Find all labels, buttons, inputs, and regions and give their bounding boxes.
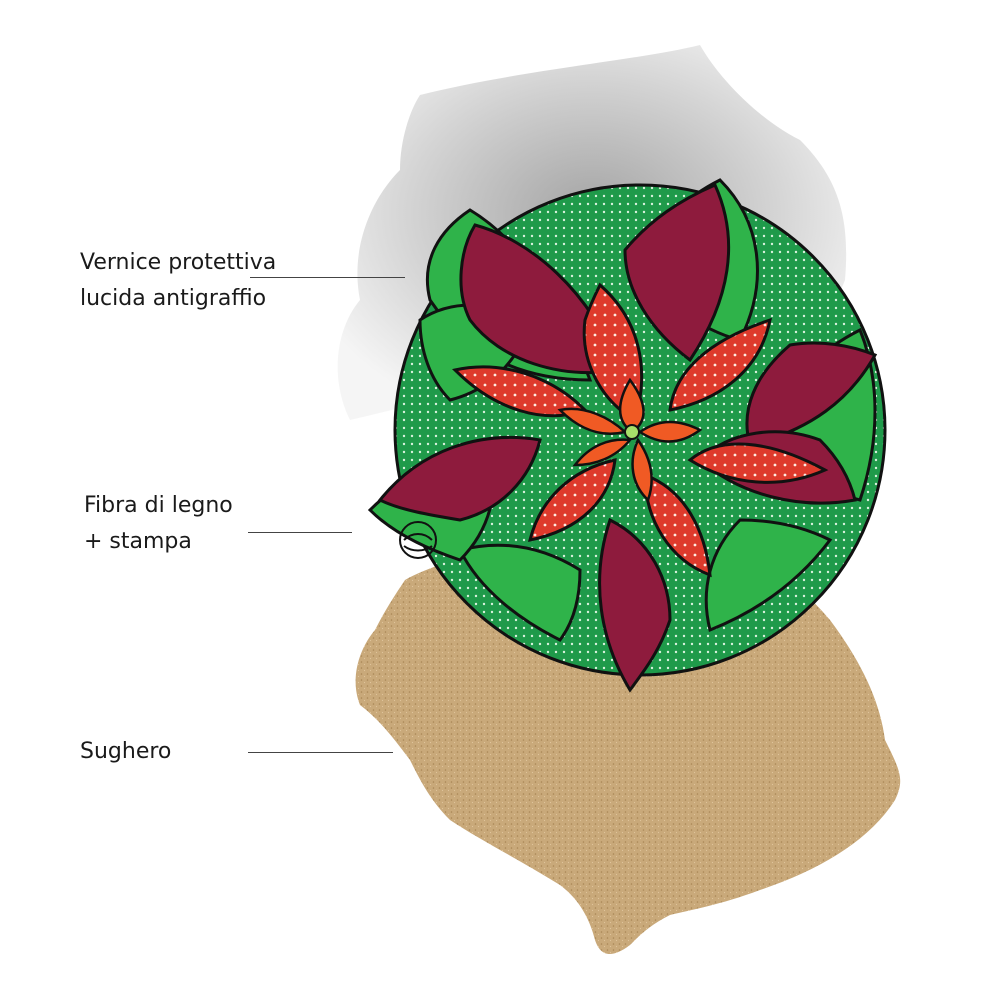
varnish-label-line-1: Vernice protettiva — [80, 250, 277, 275]
cork-label: Sughero — [80, 734, 171, 770]
brand-stamp — [399, 521, 437, 559]
varnish-label-line-2: lucida antigraffio — [80, 286, 267, 311]
flower-centre — [624, 424, 640, 440]
red-bracts — [452, 282, 829, 578]
cork-leader-line — [248, 752, 393, 753]
varnish-leader-line — [250, 277, 405, 278]
orange-center — [557, 377, 703, 503]
wood-leader-line — [248, 532, 352, 533]
wood-label-line-2: + stampa — [84, 529, 192, 554]
varnish-label: Vernice protettiva lucida antigraffio — [80, 245, 276, 317]
wood-label: Fibra di legno + stampa — [84, 488, 233, 560]
cork-label-line-1: Sughero — [80, 739, 172, 764]
wood-label-line-1: Fibra di legno — [84, 493, 233, 518]
